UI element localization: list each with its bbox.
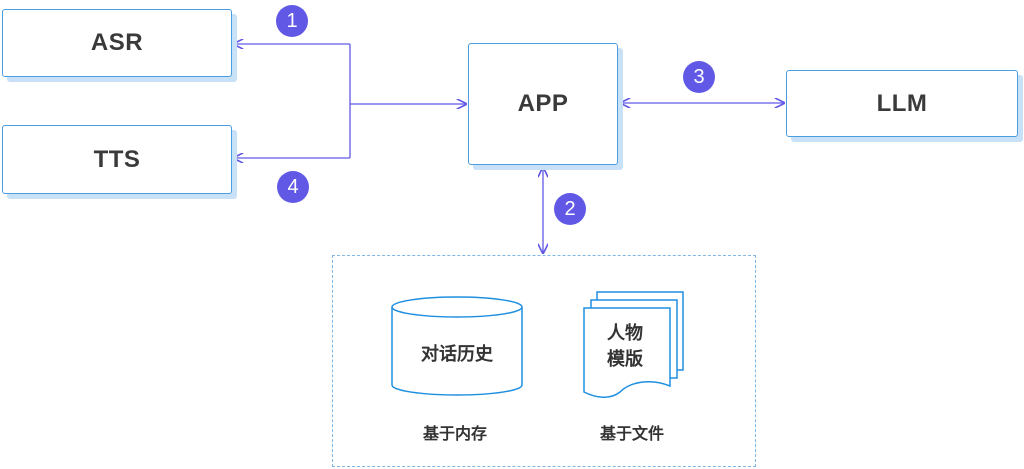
step-badge-1: 1: [276, 5, 308, 37]
memory-based-caption: 基于内存: [422, 426, 487, 443]
document-stack-icon: [583, 291, 684, 398]
dialog-history-label: 对话历史: [421, 344, 493, 364]
asr-node: ASR: [2, 9, 232, 77]
tts-node: TTS: [2, 125, 232, 194]
step-badge-4: 4: [277, 171, 309, 203]
step-badge-2: 2: [554, 193, 586, 225]
template-label-line2: 模版: [607, 349, 643, 369]
step-badge-3: 3: [683, 61, 715, 93]
file-based-caption: 基于文件: [599, 426, 664, 443]
template-label-line1: 人物: [607, 323, 643, 343]
llm-node: LLM: [786, 70, 1018, 137]
character-template-label: 人物 模版: [588, 320, 662, 372]
storage-group: [332, 255, 756, 467]
app-node: APP: [468, 43, 618, 165]
database-cylinder-icon: [391, 296, 523, 396]
